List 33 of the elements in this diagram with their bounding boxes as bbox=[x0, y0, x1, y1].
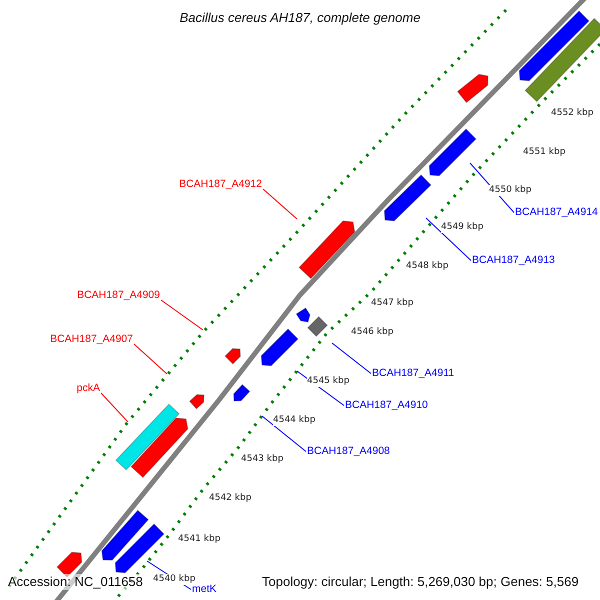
scale-label: 4549 kbp bbox=[441, 222, 484, 233]
gene-label: metK bbox=[192, 583, 217, 596]
scale-label: 4551 kbp bbox=[523, 147, 566, 158]
gene-label: BCAH187_A4913 bbox=[472, 254, 555, 267]
gene-label: BCAH187_A4909 bbox=[77, 289, 160, 302]
leader-line bbox=[262, 416, 306, 452]
leader-line bbox=[134, 344, 168, 374]
leader-line bbox=[262, 188, 298, 220]
scale-label: 4540 kbp bbox=[153, 574, 196, 585]
accession-text: Accession: NC_011658 bbox=[8, 574, 143, 590]
gene-label: BCAH187_A4911 bbox=[372, 367, 454, 380]
scale-label: 4541 kbp bbox=[178, 534, 220, 545]
leader-line bbox=[332, 342, 372, 374]
genome-info-text: Topology: circular; Length: 5,269,030 bp; Genes: 5,569 bbox=[262, 574, 579, 590]
gene-label: BCAH187_A4910 bbox=[345, 399, 428, 412]
scale-label: 4542 kbp bbox=[209, 493, 252, 504]
gene-label: BCAH187_A4914 bbox=[515, 206, 598, 219]
scale-label: 4545 kbp bbox=[307, 376, 350, 387]
scale-label: 4550 kbp bbox=[489, 185, 532, 196]
leader-line bbox=[426, 218, 472, 261]
scale-label: 4546 kbp bbox=[351, 327, 394, 338]
leader-line bbox=[100, 392, 128, 422]
scale-label: 4548 kbp bbox=[406, 261, 448, 272]
title: Bacillus cereus AH187, complete genome bbox=[178, 10, 422, 25]
gene-label: pckA bbox=[76, 382, 100, 395]
gene-label: BCAH187_A4907 bbox=[50, 333, 133, 346]
gene-label: BCAH187_A4912 bbox=[179, 178, 262, 191]
gene-label: BCAH187_A4908 bbox=[307, 445, 390, 458]
scale-label: 4547 kbp bbox=[371, 298, 414, 309]
scale-label: 4552 kbp bbox=[551, 108, 594, 119]
scale-label: 4543 kbp bbox=[241, 454, 284, 465]
scale-label: 4544 kbp bbox=[273, 415, 316, 426]
leader-line bbox=[160, 300, 204, 330]
